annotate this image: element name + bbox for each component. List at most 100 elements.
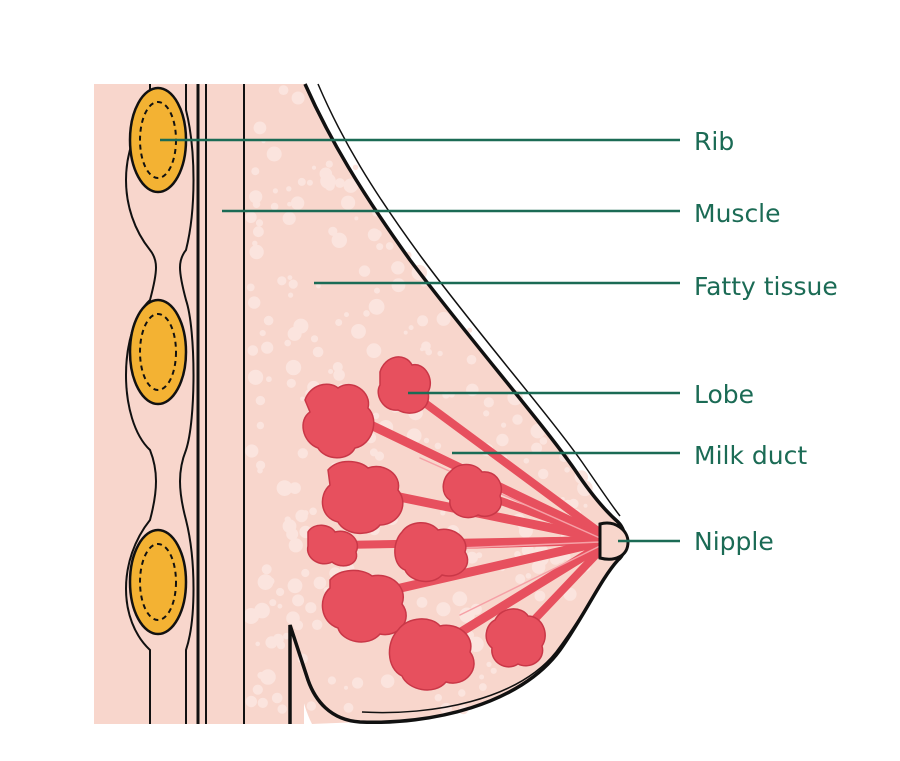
fat-bubble [466, 354, 477, 365]
fat-bubble [331, 232, 347, 248]
fat-bubble [434, 442, 442, 450]
fat-bubble [263, 315, 274, 326]
label-rib: Rib [694, 127, 734, 156]
fat-bubble [369, 448, 378, 457]
fat-bubble [479, 683, 487, 691]
lobes [302, 356, 546, 691]
fat-bubble [245, 211, 257, 223]
fat-bubble [523, 458, 530, 464]
fat-bubble [479, 674, 485, 680]
fat-bubble [316, 283, 321, 289]
fat-bubble [385, 242, 394, 250]
fat-bubble [260, 669, 276, 685]
fat-bubble [512, 414, 523, 425]
fat-bubble [531, 442, 543, 454]
fat-bubble [341, 195, 356, 210]
fat-bubble [525, 573, 532, 579]
fat-bubble [295, 509, 308, 523]
lobe-mid-small [442, 463, 503, 519]
fat-bubble [403, 330, 408, 335]
fat-bubble [245, 695, 257, 708]
fat-bubble [311, 165, 317, 170]
fat-bubble [265, 636, 278, 649]
fat-bubble [284, 339, 292, 347]
fat-bubble [391, 278, 406, 293]
breast-underside-inner [361, 565, 613, 714]
fat-bubble [269, 599, 277, 607]
fat-bubble [291, 91, 305, 105]
fat-bubble [335, 319, 343, 326]
fat-bubble [251, 167, 260, 176]
fat-bubble [249, 244, 264, 260]
fat-bubble [344, 312, 349, 318]
fat-bubble [344, 685, 348, 690]
fat-bubble [289, 482, 301, 494]
fat-bubble [257, 467, 263, 474]
fat-bubble [267, 577, 275, 585]
lobe-upper-left [302, 383, 375, 459]
fat-bubble [255, 641, 260, 647]
fat-bubble [366, 343, 382, 359]
fat-bubble [483, 410, 490, 417]
fat-bubble [255, 219, 264, 227]
fat-bubble [501, 422, 507, 428]
lobe-bottom-right [485, 608, 546, 668]
fat-bubble [276, 587, 285, 597]
fat-bubble [276, 641, 286, 650]
fat-bubble [358, 265, 371, 277]
fat-bubble [514, 551, 521, 558]
fat-bubble [534, 590, 546, 602]
fat-bubble [259, 330, 266, 337]
fat-bubble [261, 564, 272, 575]
fat-bubble [408, 325, 414, 331]
fat-bubble [257, 671, 265, 679]
fat-bubble [328, 369, 334, 374]
fat-bubble [306, 179, 313, 186]
fat-bubble [261, 341, 274, 354]
fat-bubble [292, 594, 305, 607]
fat-bubble [466, 383, 479, 397]
fat-bubble [440, 702, 453, 715]
fat-bubble [325, 160, 333, 168]
label-fatty-tissue: Fatty tissue [694, 272, 838, 301]
fat-bubble [417, 315, 429, 327]
fat-bubble [496, 433, 509, 447]
fat-bubble [470, 603, 482, 615]
label-nipple: Nipple [694, 527, 774, 556]
fat-bubble [583, 503, 588, 508]
fat-bubble [468, 636, 484, 652]
fat-bubble [327, 676, 336, 685]
fat-bubble [283, 632, 290, 640]
fat-bubble [248, 369, 264, 385]
fat-bubble [310, 335, 319, 343]
fat-bubble [351, 324, 366, 339]
fat-bubble [287, 201, 292, 207]
fat-bubble [534, 547, 539, 552]
breast-inner-line [317, 83, 621, 517]
fat-bubble [285, 359, 302, 376]
fat-bubble [266, 376, 272, 383]
fat-bubble [436, 602, 451, 617]
fat-bubble [255, 395, 266, 406]
fat-bubble [343, 178, 358, 193]
fat-bubble [354, 216, 359, 221]
fat-bubble [257, 697, 268, 709]
fat-bubble [297, 177, 306, 186]
fat-bubble [423, 437, 430, 444]
fat-bubble [277, 704, 287, 714]
fat-bubble [287, 275, 293, 280]
fat-bubble [367, 228, 381, 242]
fat-bubble [276, 480, 293, 496]
fat-bubble [335, 178, 345, 188]
fat-bubble [538, 468, 549, 480]
fat-bubble [270, 202, 279, 211]
label-milk-duct: Milk duct [694, 441, 807, 470]
fat-bubble [288, 279, 298, 289]
fat-bubble [293, 620, 304, 631]
rib-middle [128, 298, 188, 406]
lobe-center [394, 522, 469, 583]
fat-bubble [421, 341, 431, 352]
fat-bubble [539, 437, 548, 445]
fat-bubble [368, 298, 385, 315]
fat-bubble [286, 378, 296, 388]
